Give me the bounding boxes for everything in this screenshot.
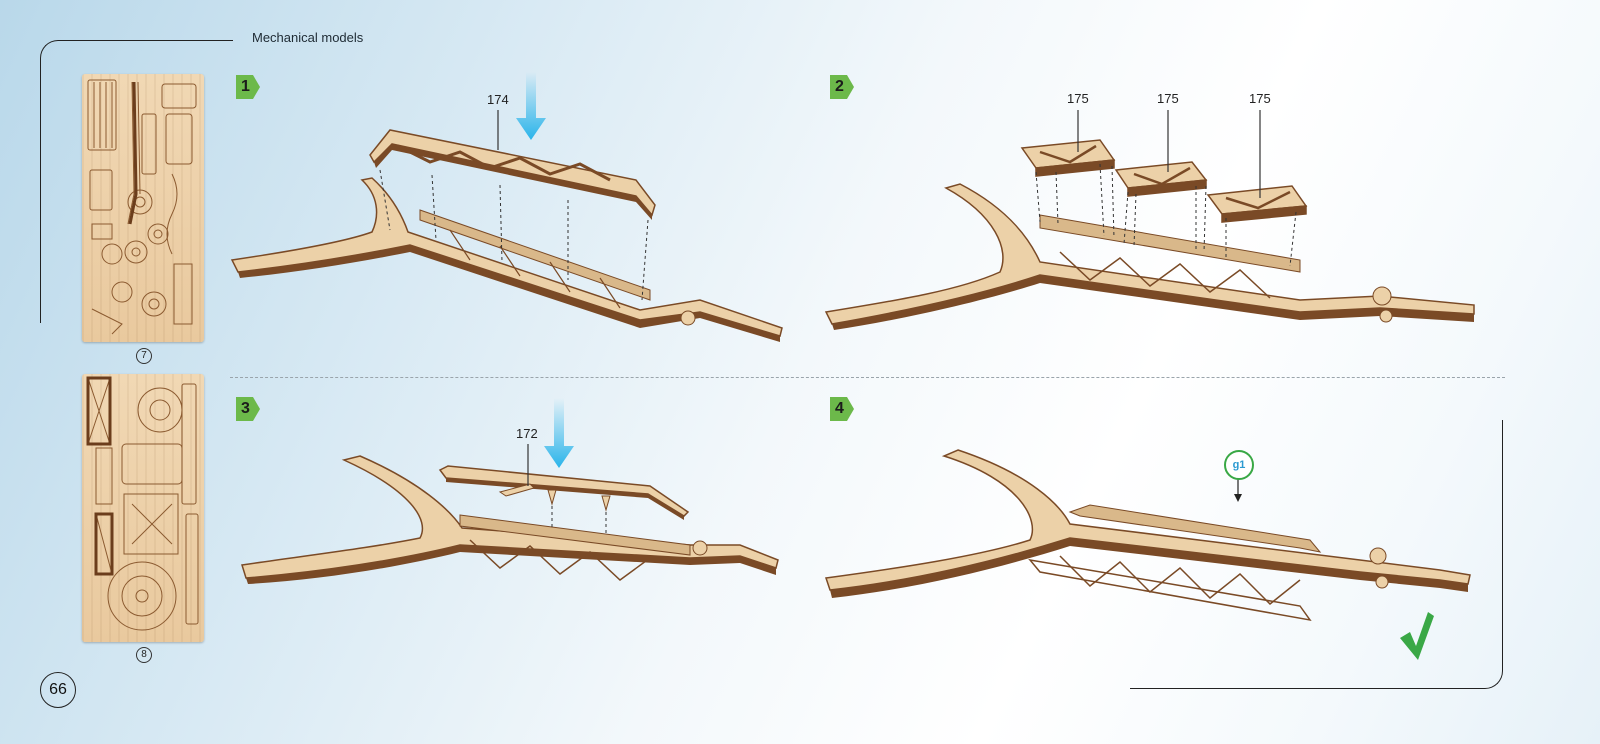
step-3-illustration: [242, 398, 778, 584]
glue-label-badge: g1: [1224, 450, 1254, 480]
part-label-175-b: 175: [1157, 91, 1179, 106]
down-arrow-icon: [516, 72, 546, 140]
down-arrow-icon: [544, 398, 574, 468]
step-2-illustration: [826, 110, 1474, 330]
step-1-illustration: [232, 72, 782, 342]
part-label-172: 172: [516, 426, 538, 441]
checkmark-icon: [1400, 612, 1434, 660]
part-label-174: 174: [487, 92, 509, 107]
part-label-175-c: 175: [1249, 91, 1271, 106]
part-label-175-a: 175: [1067, 91, 1089, 106]
step-4-illustration: [826, 450, 1470, 660]
